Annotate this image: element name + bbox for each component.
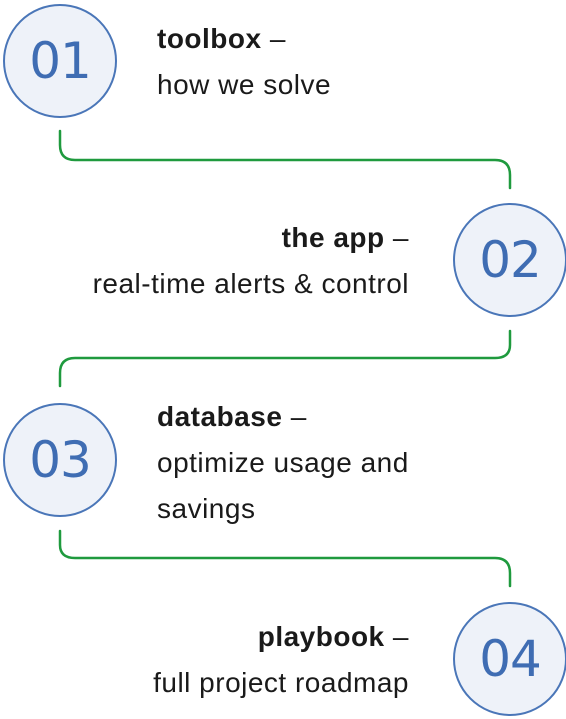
step-03-title: database <box>157 401 283 432</box>
step-03-circle: 03 <box>3 403 117 517</box>
step-01-separator: – <box>269 23 286 54</box>
step-04-description: full project roadmap <box>153 667 409 698</box>
step-03-number: 03 <box>29 431 92 489</box>
step-01-number: 01 <box>29 32 92 90</box>
step-01-text: toolbox – how we solve <box>157 16 331 108</box>
step-03-separator: – <box>290 401 307 432</box>
step-02-separator: – <box>392 222 409 253</box>
step-04-circle: 04 <box>453 602 566 716</box>
step-01-title: toolbox <box>157 23 262 54</box>
connector-01-02 <box>58 129 512 190</box>
step-03-text: database – optimize usage and savings <box>157 394 487 532</box>
step-04-separator: – <box>392 621 409 652</box>
connector-02-03 <box>58 329 512 388</box>
step-02-number: 02 <box>479 231 542 289</box>
step-01-circle: 01 <box>3 4 117 118</box>
step-02-title: the app <box>281 222 385 253</box>
connector-03-04 <box>58 529 512 588</box>
step-03-description: optimize usage and savings <box>157 447 409 524</box>
step-04-text: playbook – full project roadmap <box>153 614 409 706</box>
step-02-circle: 02 <box>453 203 566 317</box>
step-01-description: how we solve <box>157 69 332 100</box>
step-02-text: the app – real-time alerts & control <box>93 215 409 307</box>
step-02-description: real-time alerts & control <box>92 268 409 299</box>
step-04-title: playbook <box>257 621 385 652</box>
step-04-number: 04 <box>479 630 542 688</box>
